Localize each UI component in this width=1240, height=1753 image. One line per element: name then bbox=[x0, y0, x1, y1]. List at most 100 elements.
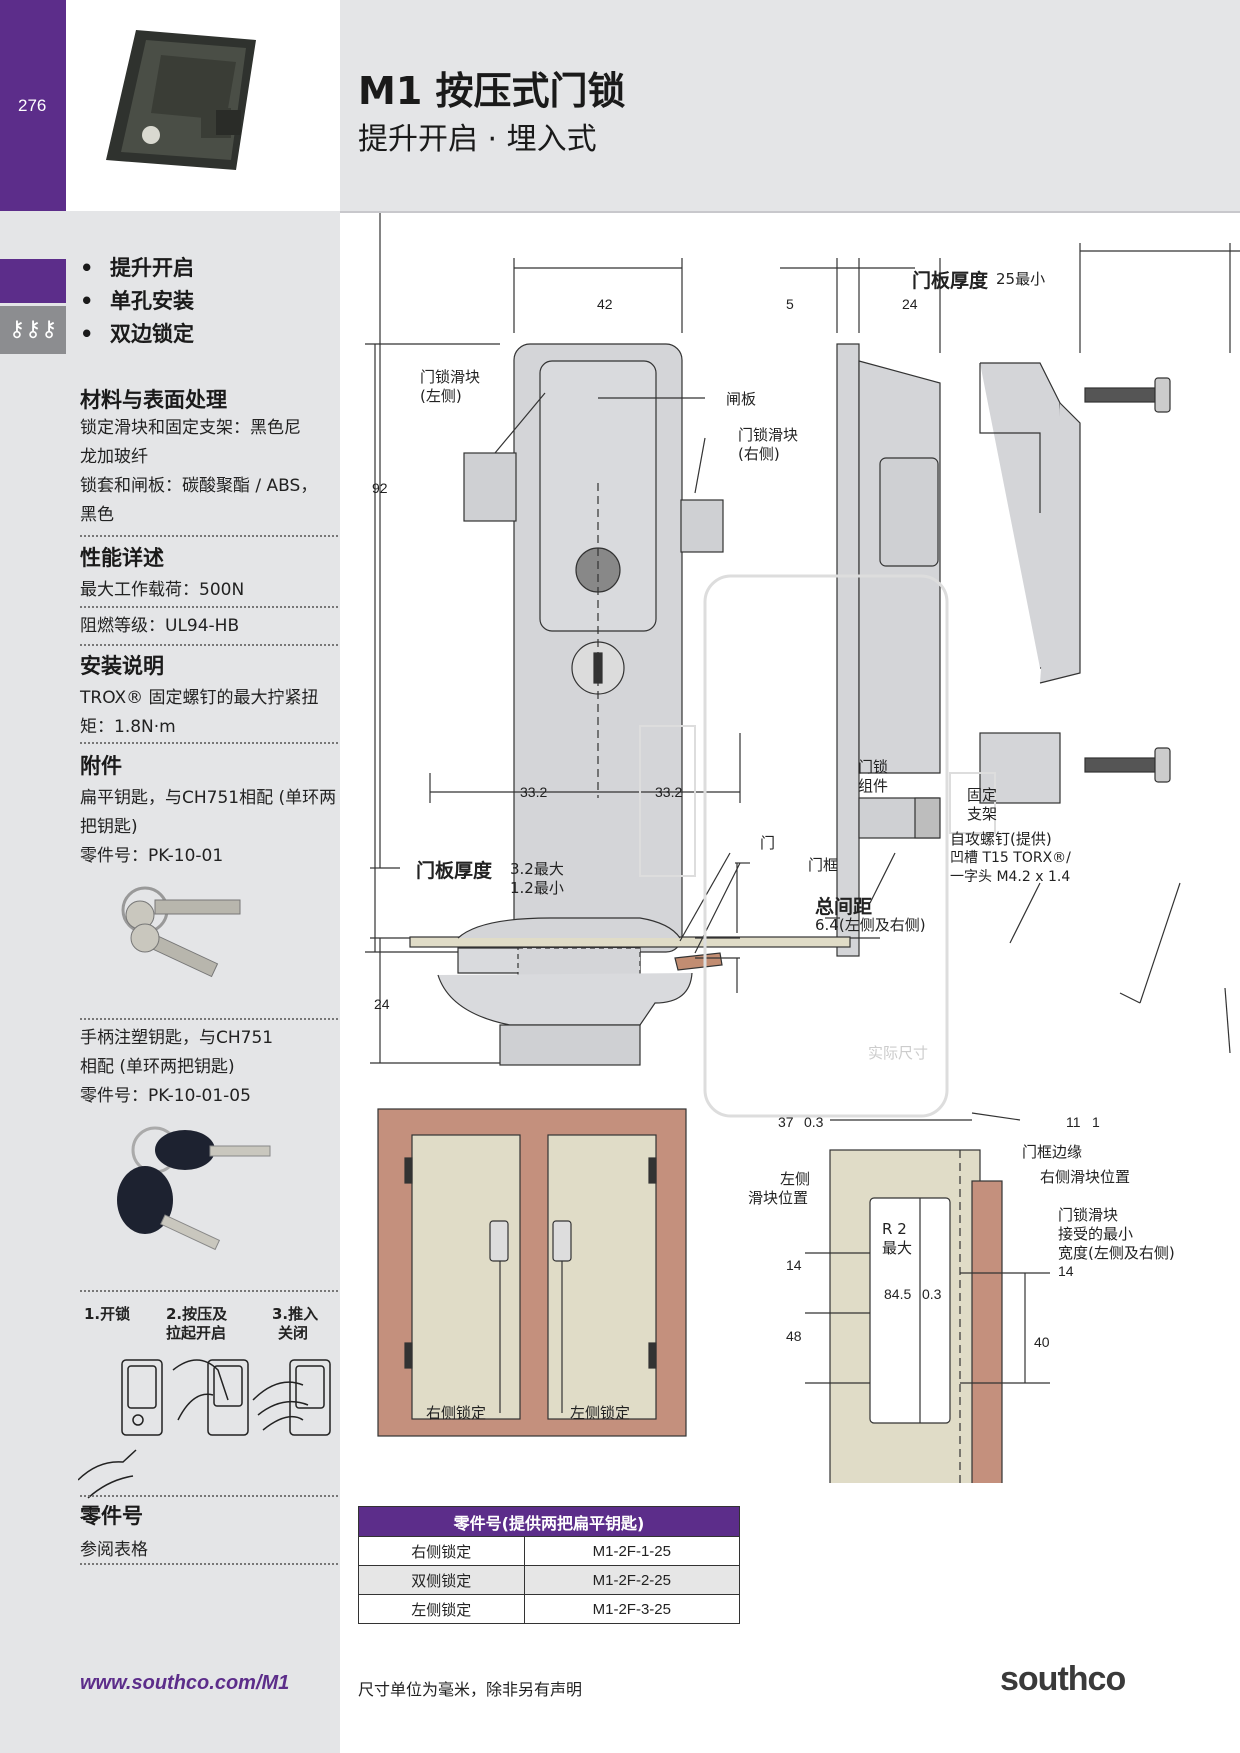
label-gate: 闸板 bbox=[726, 390, 757, 408]
part-number-text: 参阅表格 bbox=[80, 1540, 148, 1560]
website-link[interactable]: www.southco.com/M1 bbox=[80, 1672, 290, 1694]
header-divider bbox=[0, 211, 1240, 213]
table-cell-name: 双侧锁定 bbox=[358, 1565, 525, 1595]
dim-14: 14 bbox=[786, 1257, 802, 1273]
dim-5: 5 bbox=[786, 296, 794, 312]
accessory-text: 手柄注塑钥匙，与CH751 bbox=[80, 1028, 274, 1048]
label-assembly-2: 组件 bbox=[858, 777, 889, 795]
install-text: TROX® 固定螺钉的最大拧紧扭 bbox=[80, 688, 319, 708]
dim-40: 40 bbox=[1034, 1334, 1050, 1350]
materials-heading: 材料与表面处理 bbox=[80, 388, 227, 412]
step-3-label-2: 关闭 bbox=[278, 1324, 309, 1342]
table-heading: 零件号(提供两把扁平钥匙) bbox=[358, 1506, 740, 1537]
accessory-section: 附件 扁平钥匙，与CH751相配 (单环两 把钥匙) 零件号：PK-10-01 bbox=[80, 750, 338, 871]
label-screw-size: 一字头 M4.2 x 1.4 bbox=[950, 869, 1071, 885]
feature-item: 单孔安装 bbox=[80, 285, 194, 318]
dim-37: 37 bbox=[778, 1114, 794, 1130]
step-2-label-2: 拉起开启 bbox=[166, 1324, 227, 1342]
table-row: 双侧锁定 M1-2F-2-25 bbox=[358, 1565, 741, 1595]
dim-0.3: 0.3 bbox=[804, 1114, 824, 1130]
key-icon: ⚷⚷⚷ bbox=[0, 306, 66, 354]
table-cell-name: 右侧锁定 bbox=[358, 1536, 525, 1566]
accessory-text: 扁平钥匙，与CH751相配 (单环两 bbox=[80, 788, 337, 808]
actual-size-label: 实际尺寸 bbox=[868, 1044, 929, 1062]
performance-section: 性能详述 最大工作载荷：500N bbox=[80, 542, 338, 605]
units-note: 尺寸单位为毫米，除非另有声明 bbox=[358, 1680, 583, 1699]
performance-load: 最大工作载荷：500N bbox=[80, 580, 245, 600]
dim-0.3-height: 0.3 bbox=[922, 1286, 942, 1302]
dim-height: 92 bbox=[372, 480, 388, 496]
label-frame: 门框 bbox=[808, 856, 839, 874]
accessory-text: 把钥匙) bbox=[80, 817, 138, 837]
label-right-lock: 右侧锁定 bbox=[426, 1404, 487, 1422]
section-max: 3.2最大 bbox=[510, 860, 564, 878]
label-bracket-2: 支架 bbox=[967, 805, 998, 823]
accessory-part: 零件号：PK-10-01 bbox=[80, 846, 224, 866]
radius-max: 最大 bbox=[882, 1239, 913, 1257]
part-number-section: 零件号 参阅表格 bbox=[80, 1500, 338, 1565]
panel-thickness-min: 25最小 bbox=[996, 270, 1046, 288]
page-subtitle: 提升开启 · 埋入式 bbox=[358, 122, 597, 157]
table-row: 左侧锁定 M1-2F-3-25 bbox=[358, 1594, 741, 1624]
label-door: 门 bbox=[760, 834, 776, 852]
accessory-heading: 附件 bbox=[80, 754, 122, 778]
dim-1: 1 bbox=[1092, 1114, 1100, 1130]
table-cell-part: M1-2F-2-25 bbox=[523, 1565, 741, 1595]
label-slider-right: 门锁滑块 bbox=[738, 426, 799, 444]
label-left-slider-position: 滑块位置 bbox=[748, 1189, 809, 1207]
flat-keys-image bbox=[121, 886, 241, 978]
radius-label: R 2 bbox=[882, 1220, 907, 1238]
header-accent-bar bbox=[0, 0, 66, 211]
accessory-text: 相配 (单环两把钥匙) bbox=[80, 1057, 235, 1077]
header-title-area bbox=[340, 0, 1240, 211]
label-bracket: 固定 bbox=[967, 786, 998, 804]
part-number-heading: 零件号 bbox=[80, 1504, 143, 1528]
divider bbox=[80, 606, 338, 608]
materials-text: 黑色 bbox=[80, 505, 114, 525]
accessory2-section: 手柄注塑钥匙，与CH751 相配 (单环两把钥匙) 零件号：PK-10-01-0… bbox=[80, 1024, 338, 1111]
label-assembly: 门锁 bbox=[858, 758, 889, 776]
table-row: 右侧锁定 M1-2F-1-25 bbox=[358, 1536, 741, 1566]
product-photo bbox=[106, 30, 256, 170]
step-2-label: 2.按压及 bbox=[166, 1305, 228, 1323]
operation-steps-illustration bbox=[78, 1359, 331, 1499]
performance-heading: 性能详述 bbox=[80, 546, 164, 570]
table-cell-part: M1-2F-1-25 bbox=[523, 1536, 741, 1566]
label-right-slider-position: 右侧滑块位置 bbox=[1040, 1168, 1131, 1186]
divider bbox=[80, 1495, 338, 1497]
divider bbox=[80, 1563, 338, 1565]
performance-rating-row: 阻燃等级：UL94-HB bbox=[80, 612, 338, 641]
clearance-heading: 总间距 bbox=[815, 896, 873, 918]
materials-section: 材料与表面处理 锁定滑块和固定支架：黑色尼 龙加玻纤 锁套和闸板：碳酸聚酯 / … bbox=[80, 384, 338, 530]
label-left-lock: 左侧锁定 bbox=[570, 1404, 631, 1422]
label-min-width-3: 宽度(左侧及右侧) bbox=[1058, 1244, 1175, 1262]
feature-item: 双边锁定 bbox=[80, 318, 194, 351]
dim-24: 24 bbox=[902, 296, 918, 312]
section-dim-24: 24 bbox=[374, 996, 390, 1012]
technical-drawings bbox=[365, 213, 1240, 1483]
label-slider-right-side: (右侧) bbox=[738, 445, 780, 463]
molded-keys-image bbox=[117, 1126, 271, 1251]
part-number-table: 零件号(提供两把扁平钥匙) 右侧锁定 M1-2F-1-25 双侧锁定 M1-2F… bbox=[358, 1506, 741, 1624]
divider bbox=[80, 644, 338, 646]
materials-text: 锁套和闸板：碳酸聚酯 / ABS， bbox=[80, 476, 318, 496]
page-number: 276 bbox=[18, 96, 47, 115]
section-min: 1.2最小 bbox=[510, 879, 564, 897]
dim-11: 11 bbox=[1066, 1114, 1081, 1130]
install-heading: 安装说明 bbox=[80, 654, 164, 678]
sidebar-accent bbox=[0, 259, 66, 303]
label-slider-left-side: (左侧) bbox=[420, 387, 462, 405]
label-frame-edge: 门框边缘 bbox=[1022, 1143, 1083, 1161]
dim-84.5: 84.5 bbox=[884, 1286, 912, 1302]
page-title: M1 按压式门锁 bbox=[358, 69, 626, 113]
dim-48: 48 bbox=[786, 1328, 802, 1344]
install-text: 矩：1.8N·m bbox=[80, 717, 176, 737]
label-min-width-2: 接受的最小 bbox=[1058, 1225, 1134, 1243]
label-slider-left: 门锁滑块 bbox=[420, 368, 481, 386]
feature-list: 提升开启 单孔安装 双边锁定 bbox=[80, 252, 194, 351]
dim-left-offset: 33.2 bbox=[520, 784, 548, 800]
dim-width: 42 bbox=[597, 296, 613, 312]
panel-thickness-heading: 门板厚度 bbox=[912, 270, 989, 292]
dim-14-right: 14 bbox=[1058, 1263, 1074, 1279]
divider bbox=[80, 1018, 338, 1020]
